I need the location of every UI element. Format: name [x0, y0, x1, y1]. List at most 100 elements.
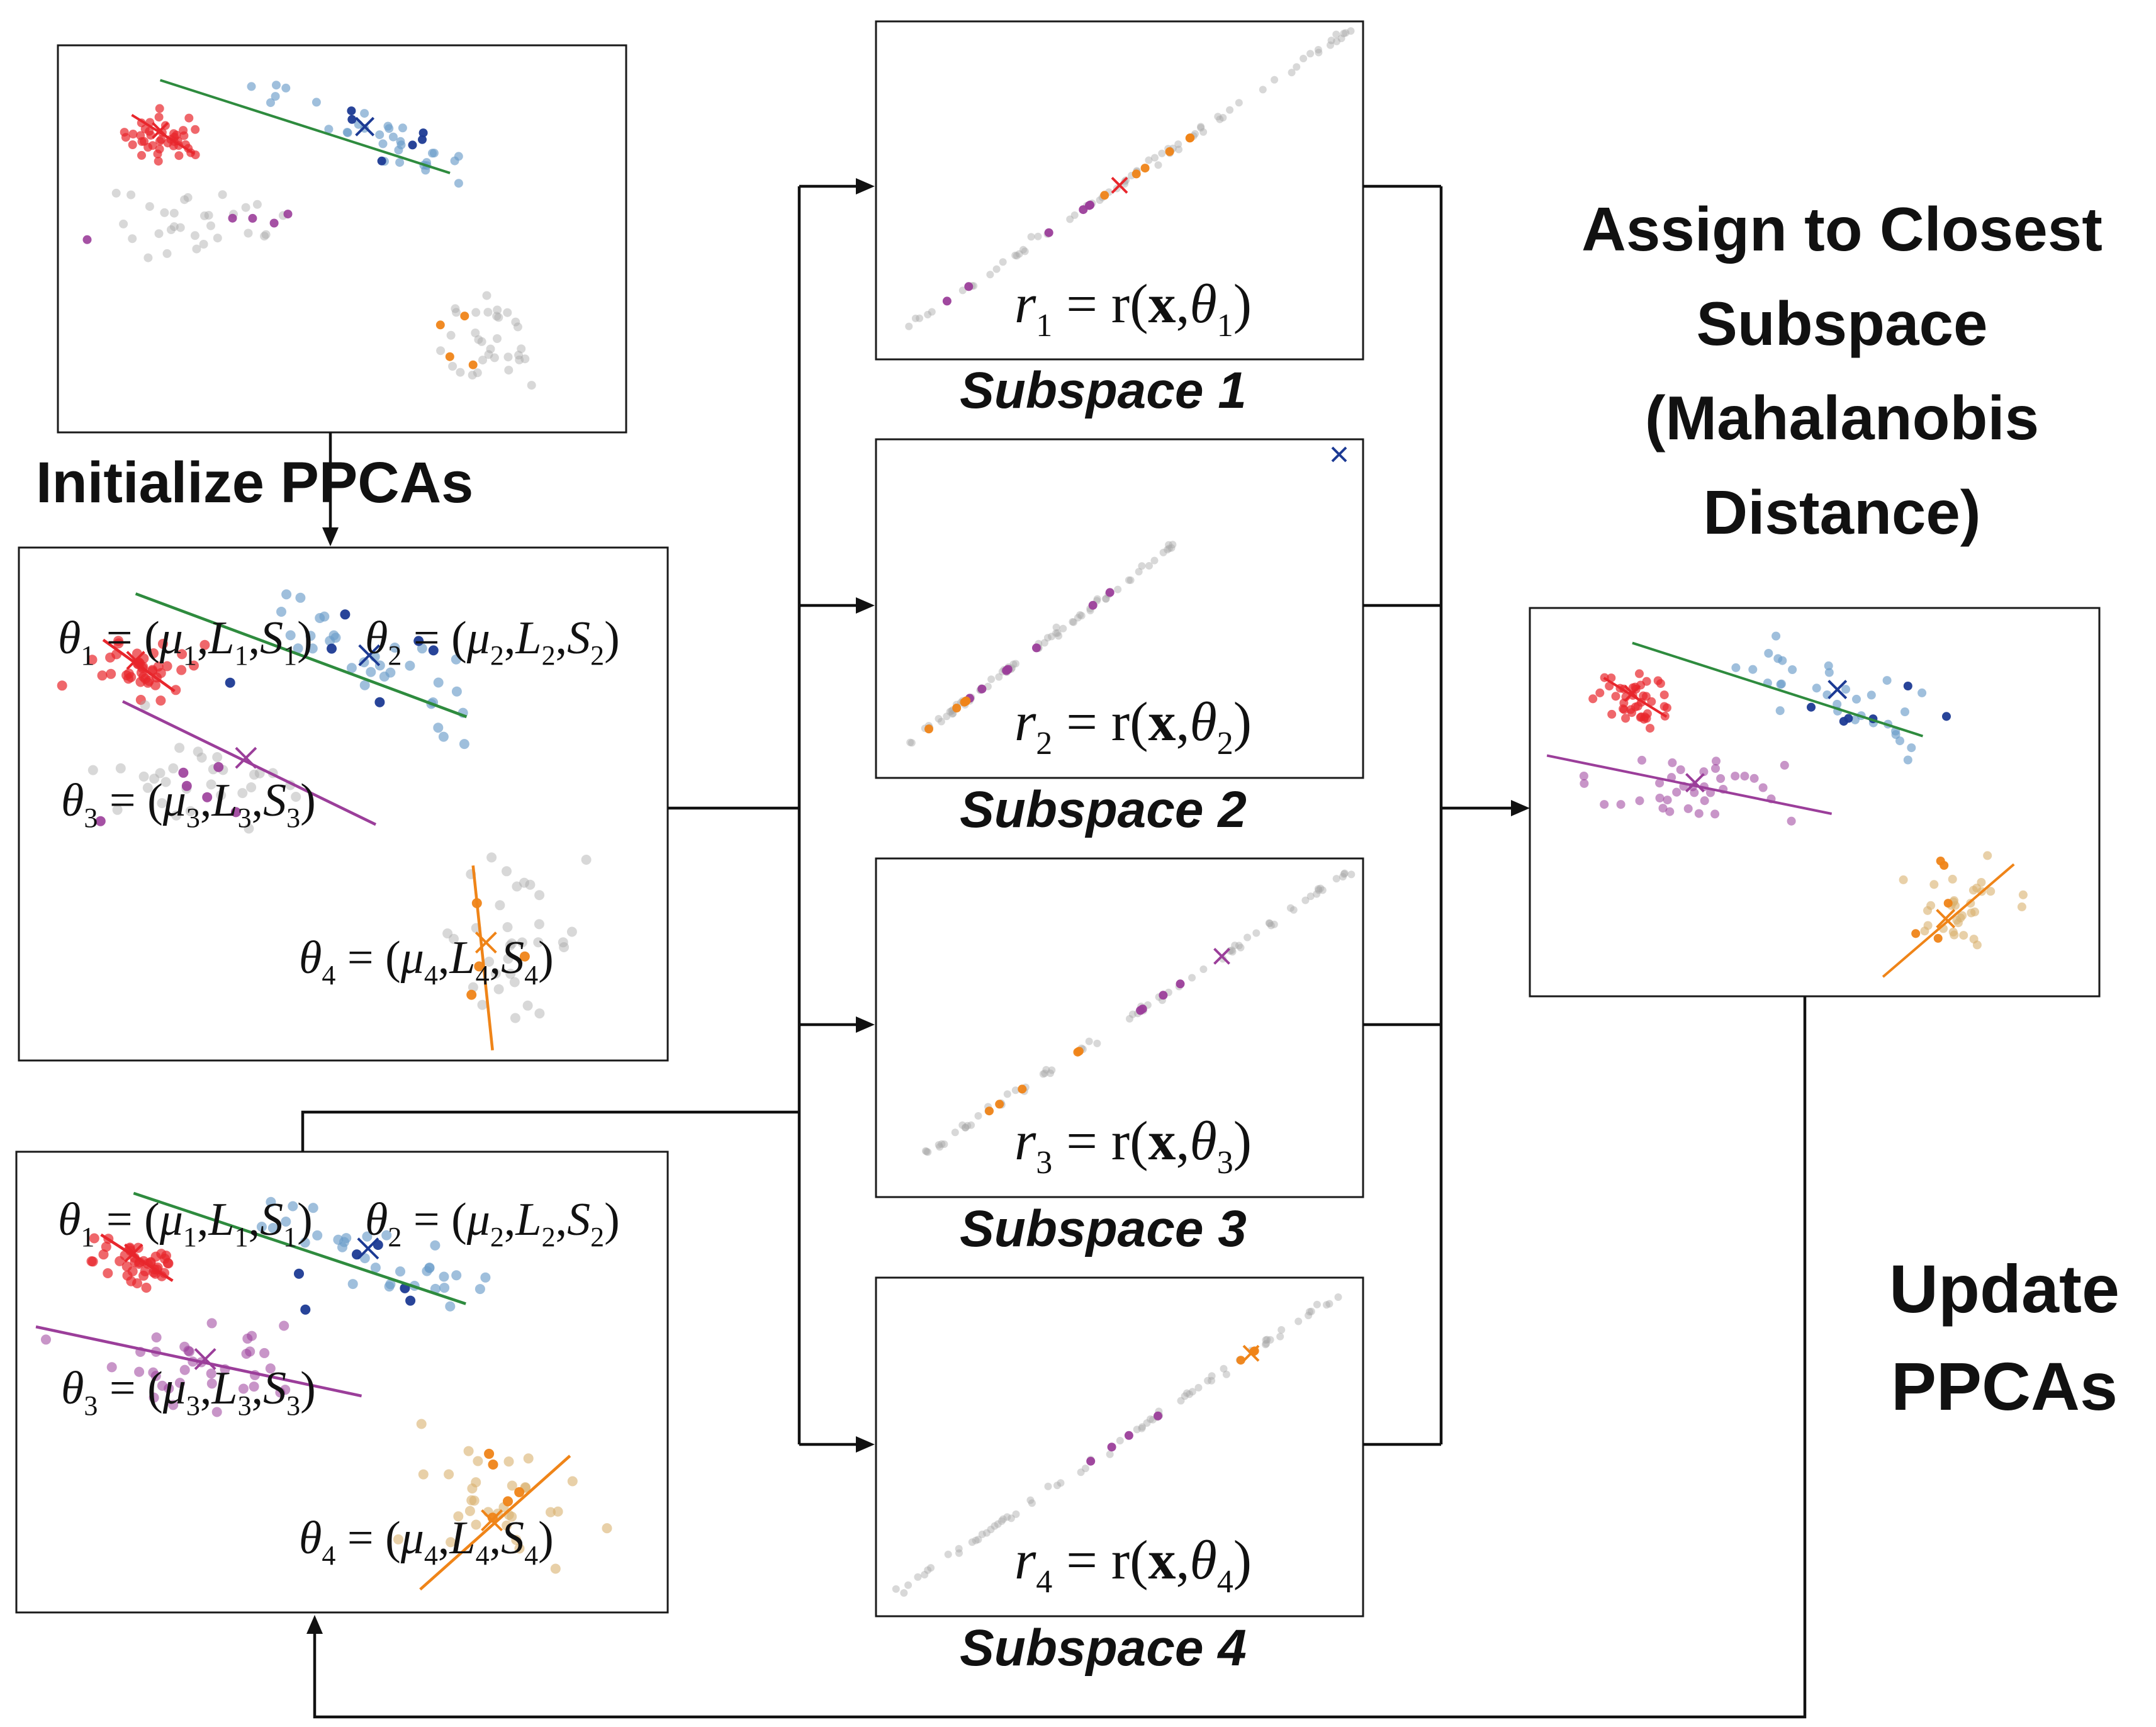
projected-point	[1197, 124, 1205, 132]
tan-point	[507, 1480, 517, 1491]
purple-point	[228, 213, 237, 223]
tan-point	[418, 1469, 429, 1480]
projected-mean-cross	[1331, 446, 1347, 463]
purple-point	[213, 762, 224, 772]
projected-point	[1154, 1411, 1162, 1420]
projected-point	[1086, 1456, 1096, 1466]
red-point	[1642, 677, 1651, 686]
red-point	[123, 673, 134, 684]
purple-point	[168, 1400, 179, 1410]
updated-ppca-scatter	[35, 1191, 612, 1591]
blue-point	[1788, 665, 1797, 675]
blue-point	[324, 125, 334, 134]
update-loop-line	[313, 996, 1807, 1719]
param-formulas-updated: θ1 = (μ1,L1,S1) θ2 = (μ2,L2,S2) θ3 = (μ3…	[58, 1194, 620, 1571]
subspace-4-caption: Subspace 4	[960, 1619, 1247, 1677]
grey-point	[183, 193, 193, 202]
blue-point	[1812, 683, 1821, 693]
blue-mean-cross	[355, 116, 375, 137]
blue-point	[398, 123, 407, 133]
blue-dark-point	[225, 677, 235, 688]
grey-point	[449, 933, 459, 944]
bus-to-result-head	[1511, 800, 1530, 816]
projected-point	[1032, 643, 1041, 653]
blue-point	[451, 686, 462, 697]
grey-point	[448, 362, 458, 371]
grey-point	[503, 308, 512, 317]
green-pc-axis	[1632, 641, 1924, 738]
red-pc-axis	[102, 638, 176, 693]
projected-point	[1055, 632, 1063, 640]
purple-point	[1676, 765, 1685, 775]
grey-point	[533, 937, 544, 948]
purple-point	[82, 235, 92, 244]
projected-point	[1315, 886, 1323, 894]
grey-point	[138, 771, 149, 782]
blue-point	[346, 663, 357, 673]
projected-point	[974, 1536, 982, 1544]
projected-point	[1306, 892, 1315, 901]
tan-point	[2018, 890, 2028, 899]
purple-point	[1663, 796, 1672, 805]
purple-point	[1600, 800, 1609, 809]
tan-point	[1972, 940, 1982, 950]
grey-point	[176, 223, 185, 232]
projected-point	[1007, 1514, 1015, 1522]
red-point	[128, 140, 137, 149]
grey-point	[119, 219, 128, 228]
projected-point	[1167, 544, 1176, 552]
purple-point	[206, 1378, 217, 1389]
grey-point	[199, 240, 208, 249]
blue-point	[439, 1283, 450, 1293]
red-point	[199, 639, 210, 650]
assign-label: Assign to Closest Subspace (Mahalanobis …	[1581, 194, 2103, 547]
blue-dark-point	[1941, 712, 1951, 721]
projected-point	[1124, 1431, 1133, 1440]
subspace-3-caption: Subspace 3	[960, 1200, 1247, 1257]
green-pc-axis	[135, 592, 468, 719]
tan-point	[1959, 931, 1968, 940]
projected-point	[1235, 942, 1243, 950]
purple-point	[1616, 800, 1625, 809]
grey-point	[456, 368, 465, 377]
blue-dark-point	[1903, 681, 1912, 691]
purple-pc-axis	[121, 700, 377, 826]
purple-point	[1731, 772, 1740, 781]
purple-point	[279, 1320, 289, 1331]
subspace-3-scatter	[922, 869, 1356, 1156]
tan-point	[545, 1507, 556, 1517]
tan-point	[464, 1505, 475, 1516]
grey-point	[126, 190, 136, 200]
assignment-result-panel	[1529, 607, 2101, 998]
projected-point	[1277, 1326, 1286, 1334]
bus-to-s2-head	[856, 597, 875, 614]
grey-point	[436, 346, 446, 356]
update-label-line-2: PPCAs	[1891, 1348, 2118, 1424]
orange-mean-cross	[474, 931, 497, 954]
grey-point	[206, 779, 216, 790]
residual-formula-3: r3 = r(x,θ3)	[1014, 1111, 1252, 1181]
red-point	[172, 130, 181, 140]
orange-point	[519, 951, 530, 962]
orange-mean-cross	[1936, 909, 1956, 929]
param-formulas-initial: θ1 = (μ1,L1,S1) θ2 = (μ2,L2,S2) θ3 = (μ3…	[58, 612, 620, 991]
grey-point	[204, 211, 213, 220]
projected-point	[1042, 1066, 1050, 1074]
grey-point	[484, 957, 495, 967]
grey-point	[260, 232, 269, 241]
projected-point	[1077, 612, 1086, 620]
projected-point	[1176, 979, 1185, 989]
grey-point	[482, 291, 491, 300]
blue-point	[307, 643, 318, 654]
param-formula-2: θ2 = (μ2,L2,S2)	[365, 1194, 620, 1252]
blue-point	[1764, 648, 1773, 658]
purple-point	[178, 767, 189, 778]
red-point	[1588, 694, 1598, 704]
tan-point	[511, 1534, 522, 1545]
red-point	[176, 665, 187, 675]
grey-point	[503, 954, 514, 964]
projected-point	[1306, 1308, 1313, 1316]
projected-point	[1165, 541, 1173, 549]
purple-mean-cross	[235, 746, 257, 769]
red-point	[162, 661, 172, 672]
